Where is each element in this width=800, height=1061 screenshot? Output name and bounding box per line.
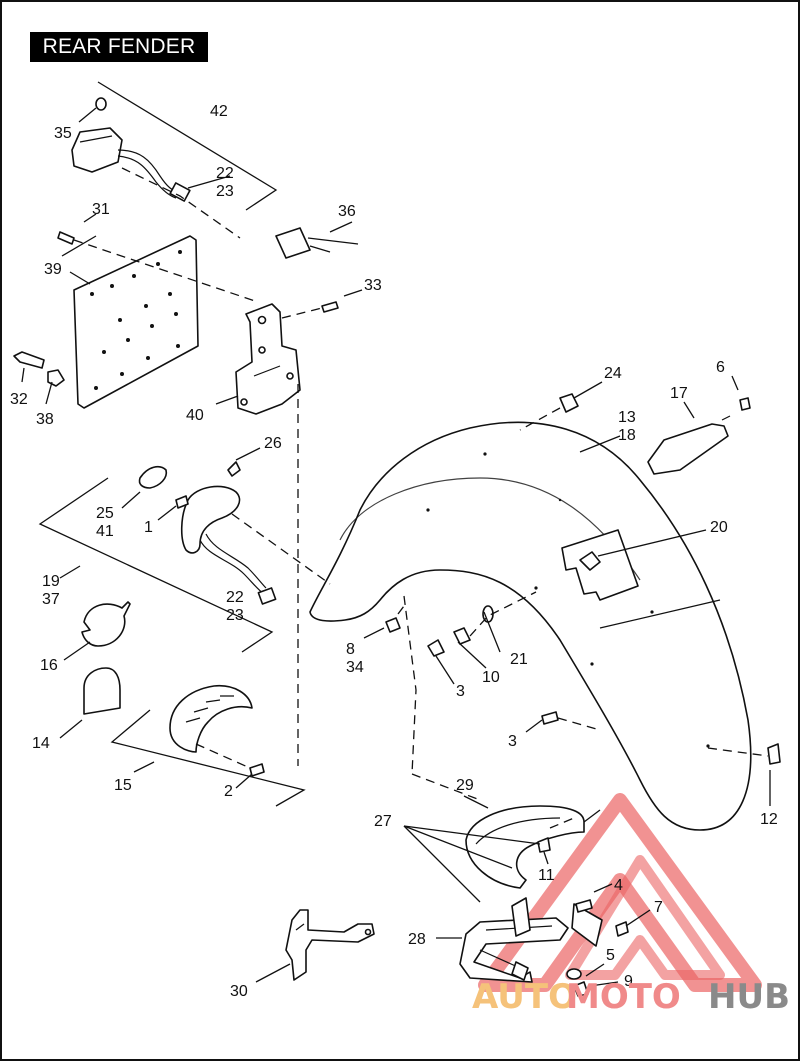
strap-30 [285,909,375,981]
bolt-32 [13,351,45,369]
screw-31 [57,231,75,245]
callout-label: 21 [510,651,528,668]
callout-label: 20 [710,519,728,536]
callout-label: 26 [264,435,282,452]
callout-label: 8 [346,641,355,658]
tail-lamp-assembly [71,97,191,202]
nut-20 [579,551,601,571]
screw-3-upper [427,639,445,657]
spacer-10 [453,627,471,645]
clip-12 [767,743,781,765]
callout-label: 34 [346,659,364,676]
lens-25 [138,465,168,489]
callout-label: 24 [604,365,622,382]
callout-label: 19 [42,573,60,590]
rear-fender [309,421,752,831]
nut-6 [739,397,751,411]
callout-label: 4 [614,877,623,894]
callout-label: 37 [42,591,60,608]
callout-labels: 35 42 22 23 31 36 39 33 32 38 40 24 6 17… [10,103,778,1000]
callout-label: 38 [36,411,54,428]
callout-label: 2 [224,783,233,800]
watermark-moto: MOTO [566,977,681,1017]
callout-label: 1 [144,519,153,536]
callout-label: 41 [96,523,114,540]
spacer-24 [559,393,579,413]
screw-1 [175,495,189,509]
callout-label: 23 [226,607,244,624]
callout-label: 3 [456,683,465,700]
license-plate-bracket [73,235,199,409]
dash-lamp [121,167,241,239]
callout-label: 10 [482,669,500,686]
nut-11 [537,837,551,853]
callout-label: 13 [618,409,636,426]
mounting-bracket-40 [235,303,301,415]
nut-38 [47,369,65,387]
housing-15 [169,684,253,753]
nut-9 [573,981,589,997]
callout-label: 27 [374,813,392,830]
plate-17 [647,423,729,475]
callout-label: 30 [230,983,248,1000]
callout-label: 40 [186,407,204,424]
callout-label: 32 [10,391,28,408]
callout-label: 15 [114,777,132,794]
diagram-title: REAR FENDER [30,32,208,62]
callout-label: 22 [226,589,244,606]
callout-label: 6 [716,359,725,376]
watermark-wordmark: AUTO MOTO HUB [472,977,790,1017]
callout-label: 36 [338,203,356,220]
callout-label: 14 [32,735,50,752]
leader-lines [21,107,771,987]
dash-screw31 [73,239,259,303]
callout-label: 17 [670,385,688,402]
bulb-26 [227,461,241,477]
lens-16 [81,601,131,647]
callout-label: 3 [508,733,517,750]
sissy-bar-bracket-28 [459,897,603,983]
watermark-hub: HUB [708,977,790,1017]
callout-label: 35 [54,125,72,142]
callout-label: 29 [456,777,474,794]
callout-label: 22 [216,165,234,182]
callout-label: 23 [216,183,234,200]
reflector-36 [275,227,311,259]
nut-7 [615,921,629,937]
watermark-auto: AUTO [472,977,577,1017]
callout-label: 31 [92,201,110,218]
screw-33 [321,301,339,313]
callout-label: 39 [44,261,62,278]
screw-3-lower [541,711,559,725]
callout-label: 9 [624,973,633,990]
bolt-4 [575,899,593,913]
bracket-lines [38,81,306,807]
screw-2 [249,763,265,777]
callout-label: 11 [538,867,555,884]
callout-label: 5 [606,947,615,964]
callout-label: 33 [364,277,382,294]
callout-label: 16 [40,657,58,674]
callout-label: 28 [408,931,426,948]
washer-5 [566,968,582,980]
callout-label: 42 [210,103,228,120]
callout-label: 7 [654,899,663,916]
callout-label: 12 [760,811,778,828]
callout-label: 25 [96,505,114,522]
callout-label: 18 [618,427,636,444]
nut-8 [385,617,401,633]
lamp-housing-1 [180,485,277,605]
gasket-14 [83,667,121,715]
